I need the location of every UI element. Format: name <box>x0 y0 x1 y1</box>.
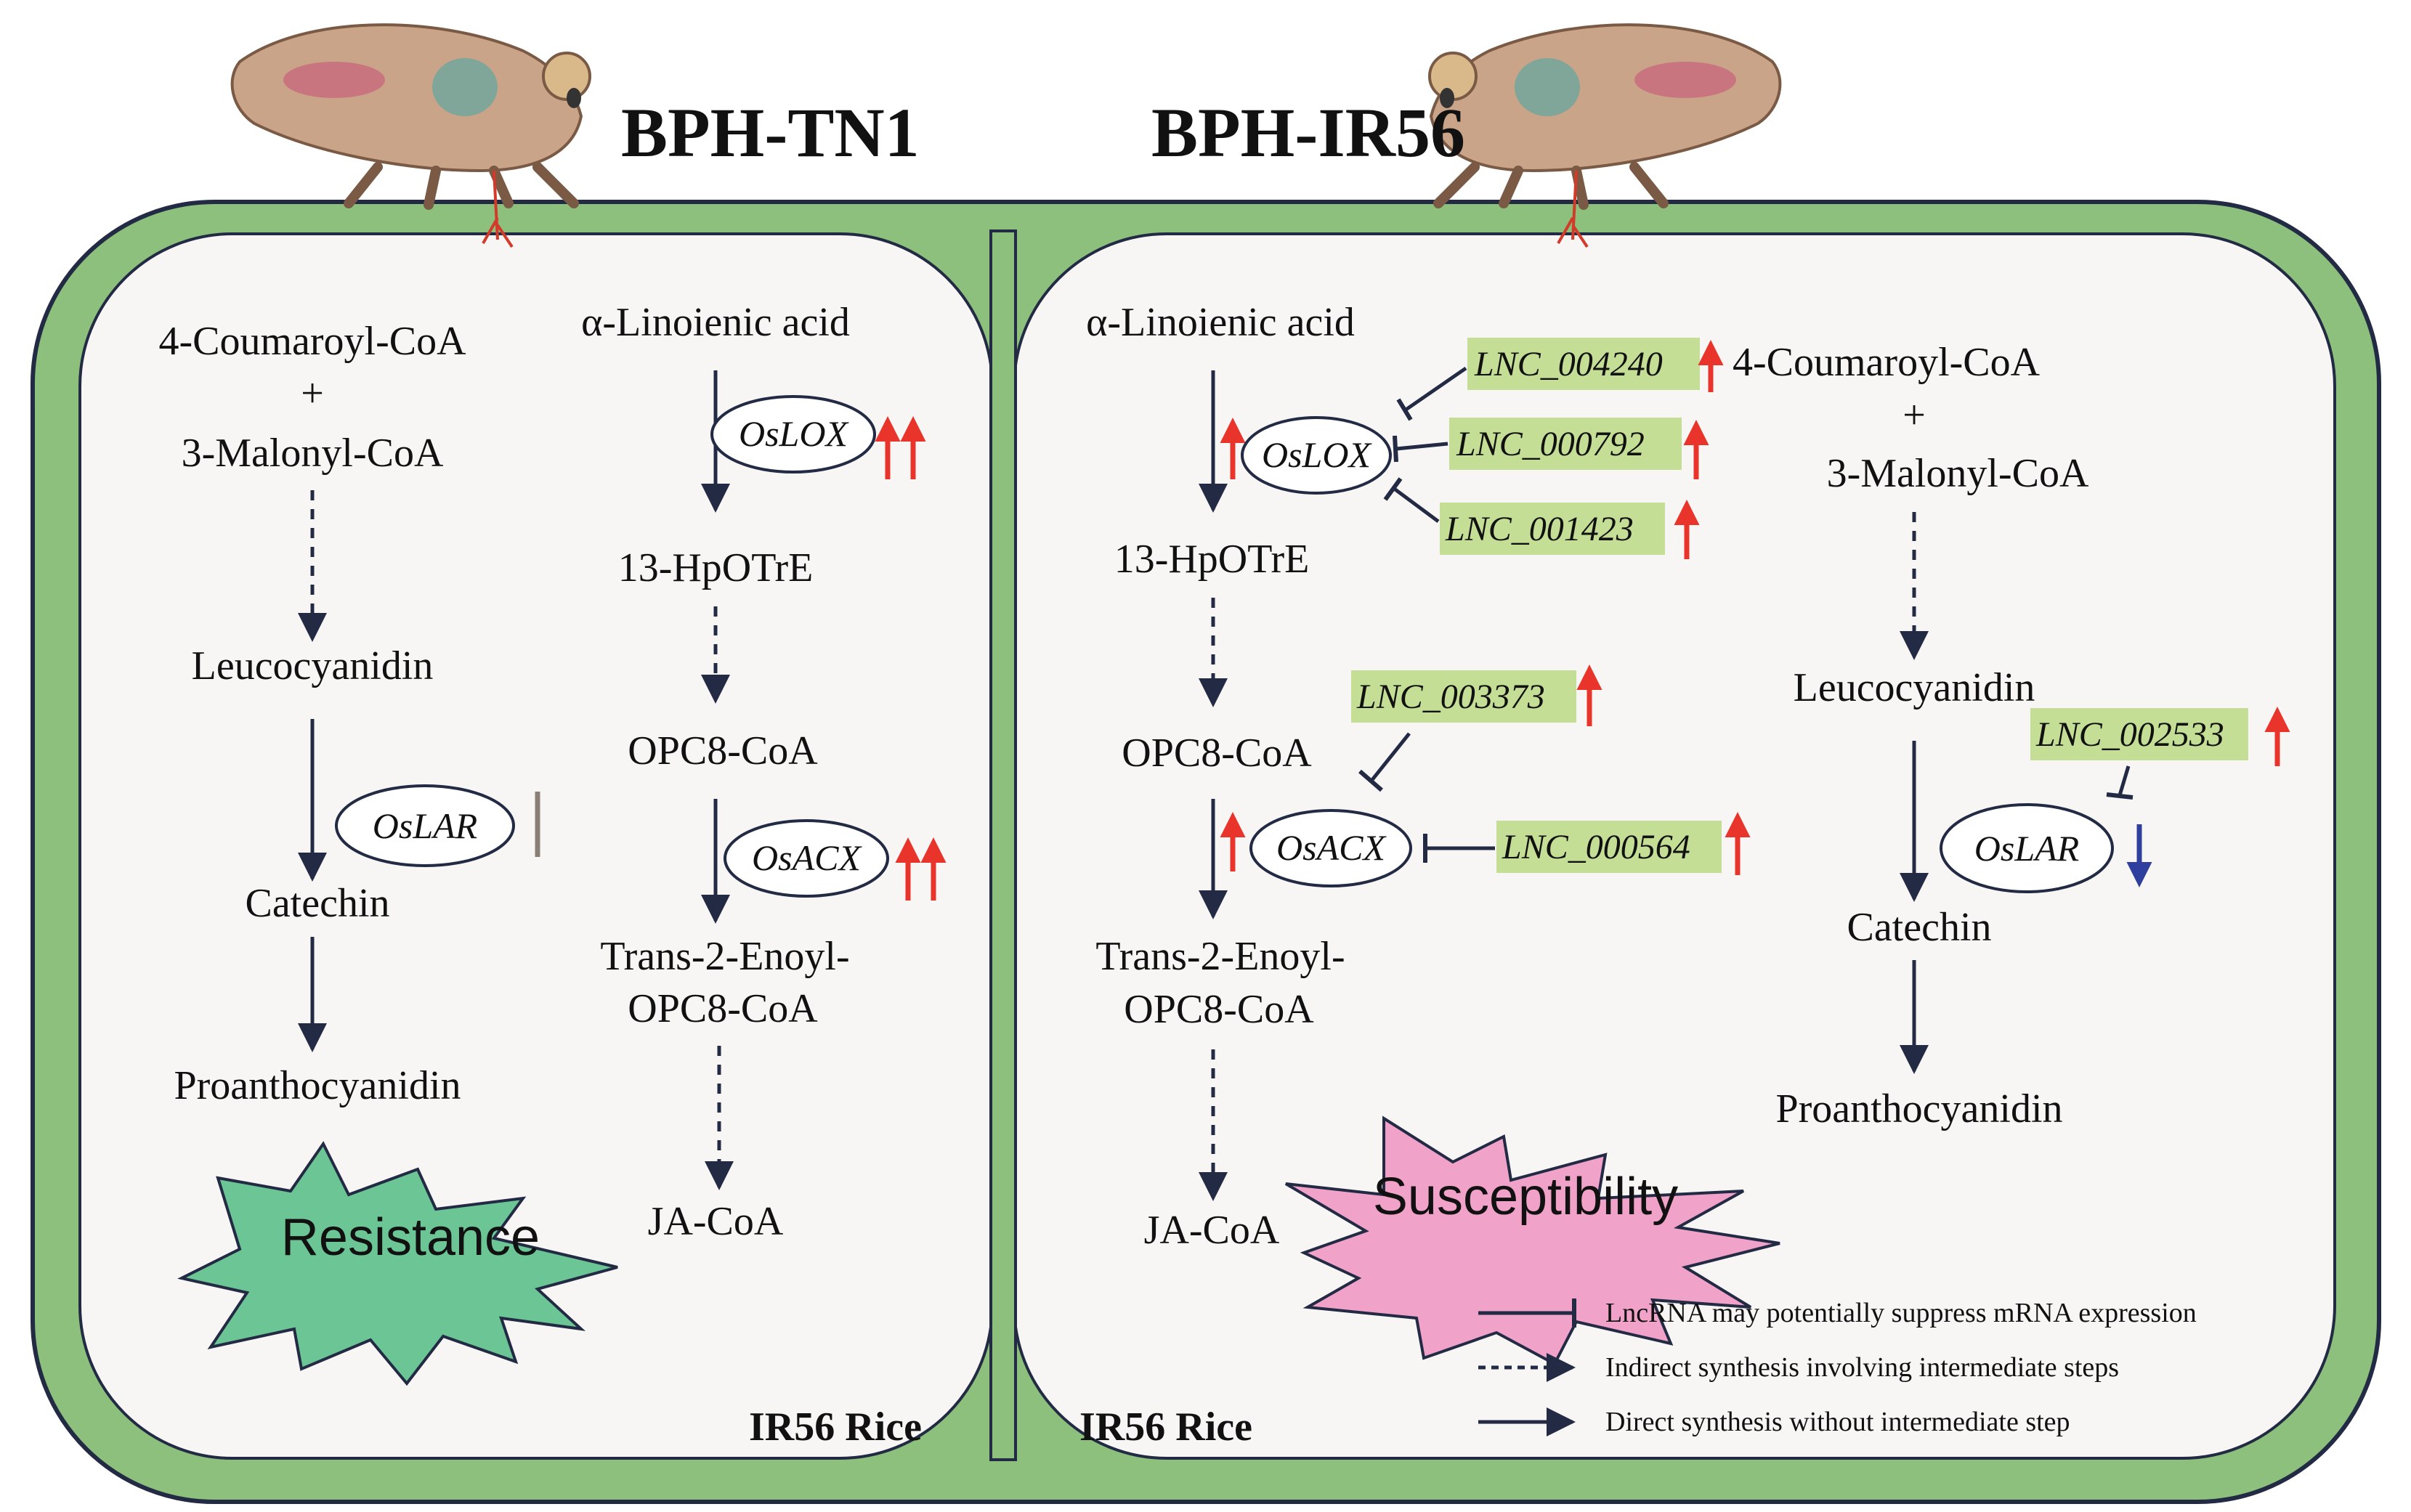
right-plus: + <box>1903 393 1926 438</box>
header-bph-tn1: BPH-TN1 <box>621 94 920 171</box>
lnc-000564-label: LNC_000564 <box>1502 828 1690 866</box>
lnc-box-001423 <box>1440 503 1665 555</box>
legend-direct-text: Direct synthesis without intermediate st… <box>1605 1407 2070 1437</box>
right-ja-coa: JA-CoA <box>1144 1208 1280 1253</box>
brown-planthopper-ir56-icon <box>1428 23 1782 248</box>
right-opc8-coa: OPC8-CoA <box>1122 731 1312 776</box>
lnc-004240-label: LNC_004240 <box>1474 345 1663 383</box>
left-malonyl-coa: 3-Malonyl-CoA <box>182 431 444 476</box>
left-ja-coa: JA-CoA <box>648 1199 784 1244</box>
right-trans-enoyl-line1: Trans-2-Enoyl- <box>1095 934 1345 979</box>
left-ja-pathway: α-Linoienic acid OsLOX 13-HpOTrE OPC8-Co… <box>581 300 947 1244</box>
left-proanthocyanidin: Proanthocyanidin <box>174 1063 461 1108</box>
right-proanthocyanidin: Proanthocyanidin <box>1775 1086 2062 1131</box>
header-bph-ir56: BPH-IR56 <box>1151 94 1465 171</box>
left-oslox-ellipse <box>710 395 876 473</box>
lnc-box-003373 <box>1351 670 1576 723</box>
lnc-000792-label: LNC_000792 <box>1456 425 1645 463</box>
right-oslox-ellipse <box>1241 416 1392 495</box>
lnc-box-000564 <box>1496 821 1722 873</box>
right-oslar-label: OsLAR <box>1974 828 2079 869</box>
right-leucocyanidin: Leucocyanidin <box>1794 665 2035 710</box>
lnc-001423-label: LNC_001423 <box>1445 510 1634 548</box>
left-13-hpotre: 13-HpOTrE <box>618 545 814 590</box>
left-osacx-label: OsACX <box>752 837 862 878</box>
left-oslar-label: OsLAR <box>373 805 477 846</box>
susceptibility-label: Susceptibility <box>1373 1168 1678 1226</box>
left-catechin: Catechin <box>245 881 389 926</box>
left-trans-enoyl-line2: OPC8-CoA <box>628 986 818 1031</box>
lnc-box-004240 <box>1467 338 1700 390</box>
right-malonyl-coa: 3-Malonyl-CoA <box>1827 451 2089 496</box>
left-plus: + <box>301 371 324 416</box>
right-ja-pathway: α-Linoienic acid OsLOX 13-HpOTrE OPC8-Co… <box>1086 300 1412 1253</box>
left-oslar-ellipse <box>335 784 515 867</box>
left-coumaroyl-coa: 4-Coumaroyl-CoA <box>158 319 466 364</box>
right-oslox-label: OsLOX <box>1262 434 1372 475</box>
compartment-divider <box>989 229 1017 1461</box>
left-trans-enoyl-line1: Trans-2-Enoyl- <box>600 934 849 979</box>
left-linolenic-acid: α-Linoienic acid <box>581 300 850 345</box>
lnc-002533-label: LNC_002533 <box>2035 715 2224 754</box>
left-rice-label: IR56 Rice <box>749 1405 922 1450</box>
lox-lncrna-group: LNC_004240 LNC_000792 LNC_001423 <box>1383 338 1724 559</box>
legend: LncRNA may potentially suppress mRNA exp… <box>1478 1298 2197 1437</box>
left-flavonoid-pathway: 4-Coumaroyl-CoA + 3-Malonyl-CoA Leucocya… <box>158 319 540 1108</box>
right-oslar-ellipse <box>1940 803 2114 893</box>
right-rice-label: IR56 Rice <box>1079 1405 1252 1450</box>
lnc-003373-label: LNC_003373 <box>1356 678 1545 716</box>
right-linolenic-acid: α-Linoienic acid <box>1086 300 1355 345</box>
right-coumaroyl-coa: 4-Coumaroyl-CoA <box>1733 340 2041 385</box>
right-osacx-label: OsACX <box>1276 827 1387 868</box>
legend-inhibit-text: LncRNA may potentially suppress mRNA exp… <box>1605 1298 2197 1328</box>
left-oslox-label: OsLOX <box>739 413 849 454</box>
resistance-starburst: Resistance <box>177 1141 618 1386</box>
right-13-hpotre: 13-HpOTrE <box>1114 537 1310 582</box>
susceptibility-starburst: Susceptibility <box>1284 1115 1780 1366</box>
acx-lncrna-group: LNC_003373 LNC_000564 <box>1351 664 1751 875</box>
brown-planthopper-tn1-icon <box>230 23 591 248</box>
resistance-label: Resistance <box>281 1208 540 1267</box>
lnc-box-000792 <box>1449 418 1682 470</box>
lnc-box-002533 <box>2030 708 2248 760</box>
right-catechin: Catechin <box>1847 905 1991 950</box>
legend-indirect-text: Indirect synthesis involving intermediat… <box>1605 1352 2119 1383</box>
right-osacx-ellipse <box>1249 809 1412 887</box>
right-flavonoid-pathway: 4-Coumaroyl-CoA + 3-Malonyl-CoA Leucocya… <box>1733 340 2290 1131</box>
right-trans-enoyl-line2: OPC8-CoA <box>1124 987 1314 1032</box>
left-leucocyanidin: Leucocyanidin <box>192 643 434 688</box>
left-osacx-ellipse <box>724 819 889 898</box>
left-opc8-coa: OPC8-CoA <box>628 728 818 773</box>
